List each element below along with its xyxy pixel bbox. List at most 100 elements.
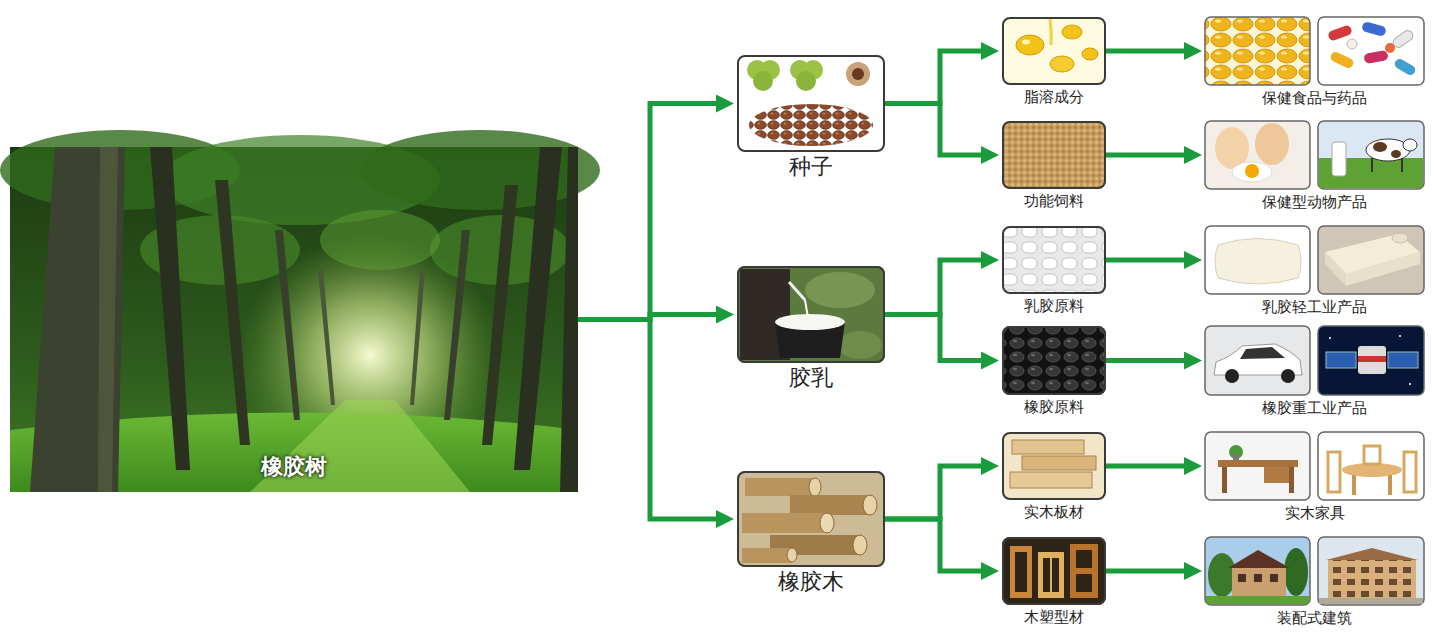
node-label: 功能饲料 [1004,192,1104,210]
car-photo-part [1225,369,1239,383]
capsule-photo-part [1205,17,1310,85]
flow-arrow [1106,153,1190,158]
dairy-cow-photo-part [1332,142,1346,176]
flow-arrow [578,320,722,520]
rubber-forest-photo-part [318,270,335,405]
rubber-wood-photo [737,471,885,567]
node-label: 乳胶原料 [1004,297,1104,315]
rubber-wood-photo-part [820,513,834,533]
wood-board-photo-part [1010,472,1092,488]
dairy-cow-photo-part [1371,158,1373,172]
wood-board-photo-part [1012,440,1084,454]
desk-photo-part [1222,467,1227,493]
car-photo-part [1240,347,1285,359]
seed-photo-part [852,68,864,80]
dairy-cow-photo-part [1401,158,1403,172]
pill-photo-part [1318,17,1424,85]
house-photo-part [1284,548,1308,596]
satellite-photo-part [1388,352,1418,368]
wood-plastic-profile-photo-part [1076,550,1092,568]
rubber-forest-photo-part [98,147,118,492]
feed-grain-photo-part [1002,121,1106,189]
rubber-wood-photo-part [742,513,827,533]
wood-plastic-profile-photo-part [1076,574,1092,592]
house-photo [1205,537,1310,605]
rubber-wood-photo-part [790,495,870,515]
rubber-forest-photo [0,130,600,492]
prefab-building-photo [1318,537,1424,605]
latex-pillow-photo-part [1205,226,1310,294]
latex-photo [737,266,885,363]
seed-photo [737,55,885,152]
house-photo-part [1232,568,1286,596]
flow-arrow [885,260,987,315]
prefab-building-photo-part [1328,560,1416,598]
oil-drops-photo-part [1016,35,1044,55]
dining-set-photo-part [1318,432,1424,500]
node-label: 橡胶木 [739,569,883,595]
rubber-forest-photo-part [150,147,190,470]
wood-board-photo [1002,432,1106,500]
egg-photo [1205,121,1310,189]
desk-photo-part [1205,432,1310,500]
seed-photo-part [749,104,873,146]
node-label: 保健食品与药品 [1205,90,1424,108]
latex-mattress-photo-part [1325,252,1346,286]
feed-grain-photo [1002,121,1106,189]
rubber-wood-photo-part [745,478,815,496]
house-photo-part [1228,550,1290,568]
node-label: 乳胶轻工业产品 [1205,299,1424,317]
rubber-forest-photo-part [560,147,578,492]
prefab-building-photo-part [1319,598,1423,604]
rubber-wood-photo-part [863,495,877,515]
wood-board-photo-part [1002,432,1106,500]
latex-pillow-photo-part [1215,239,1301,285]
dairy-cow-photo [1318,121,1424,189]
rubber-wood-photo-part [742,548,792,563]
egg-photo-part [1245,164,1259,178]
house-photo-part [1205,537,1310,605]
satellite-photo-part [1399,335,1401,337]
rubber-pellet-photo-part [1002,326,1106,395]
flow-arrow [885,51,987,104]
car-photo-part [1205,326,1310,395]
flow-arrow [885,315,987,361]
pill-photo-part [1361,21,1387,37]
latex-photo-part [805,272,875,308]
oil-drops-photo-part [1050,56,1074,72]
latex-mattress-photo-part [1318,226,1424,294]
dairy-cow-photo-part [1391,150,1401,158]
house-photo-part [1238,574,1246,582]
rubber-wood-photo-part [853,535,867,555]
wood-plastic-profile-photo-part [1038,552,1064,598]
node-label: 装配式建筑 [1205,610,1424,628]
rubber-forest-photo-part [514,147,562,470]
oil-drops-photo-part [1002,17,1106,85]
egg-photo-part [1232,162,1272,182]
seed-photo-part [753,71,773,91]
house-photo-part [1254,574,1262,582]
product-box: 橡胶重工业产品 [1205,326,1424,395]
rubber-forest-photo-part [30,147,125,492]
dining-set-photo-part [1388,475,1392,495]
material-box: 胶乳 [737,266,885,363]
pill-photo-part [1329,50,1355,69]
satellite-photo-part [1326,352,1356,368]
car-photo-part [1281,369,1295,383]
rubber-forest-photo-part [275,230,300,420]
material-box: 种子 [737,55,885,152]
seed-photo-part [737,55,885,152]
capsule-photo [1205,17,1310,85]
satellite-photo-part [1358,346,1386,374]
material-box: 实木板材 [1002,432,1106,500]
pill-photo-part [1393,57,1417,77]
material-box: 功能饲料 [1002,121,1106,189]
desk-photo-part [1289,467,1294,493]
rubber-wood-photo-part [737,471,885,567]
product-box: 实木家具 [1205,432,1424,500]
dairy-cow-photo-part [1373,142,1387,152]
node-label: 种子 [739,154,883,180]
prefab-building-photo-part [1326,548,1418,560]
product-box: 装配式建筑 [1205,537,1424,605]
